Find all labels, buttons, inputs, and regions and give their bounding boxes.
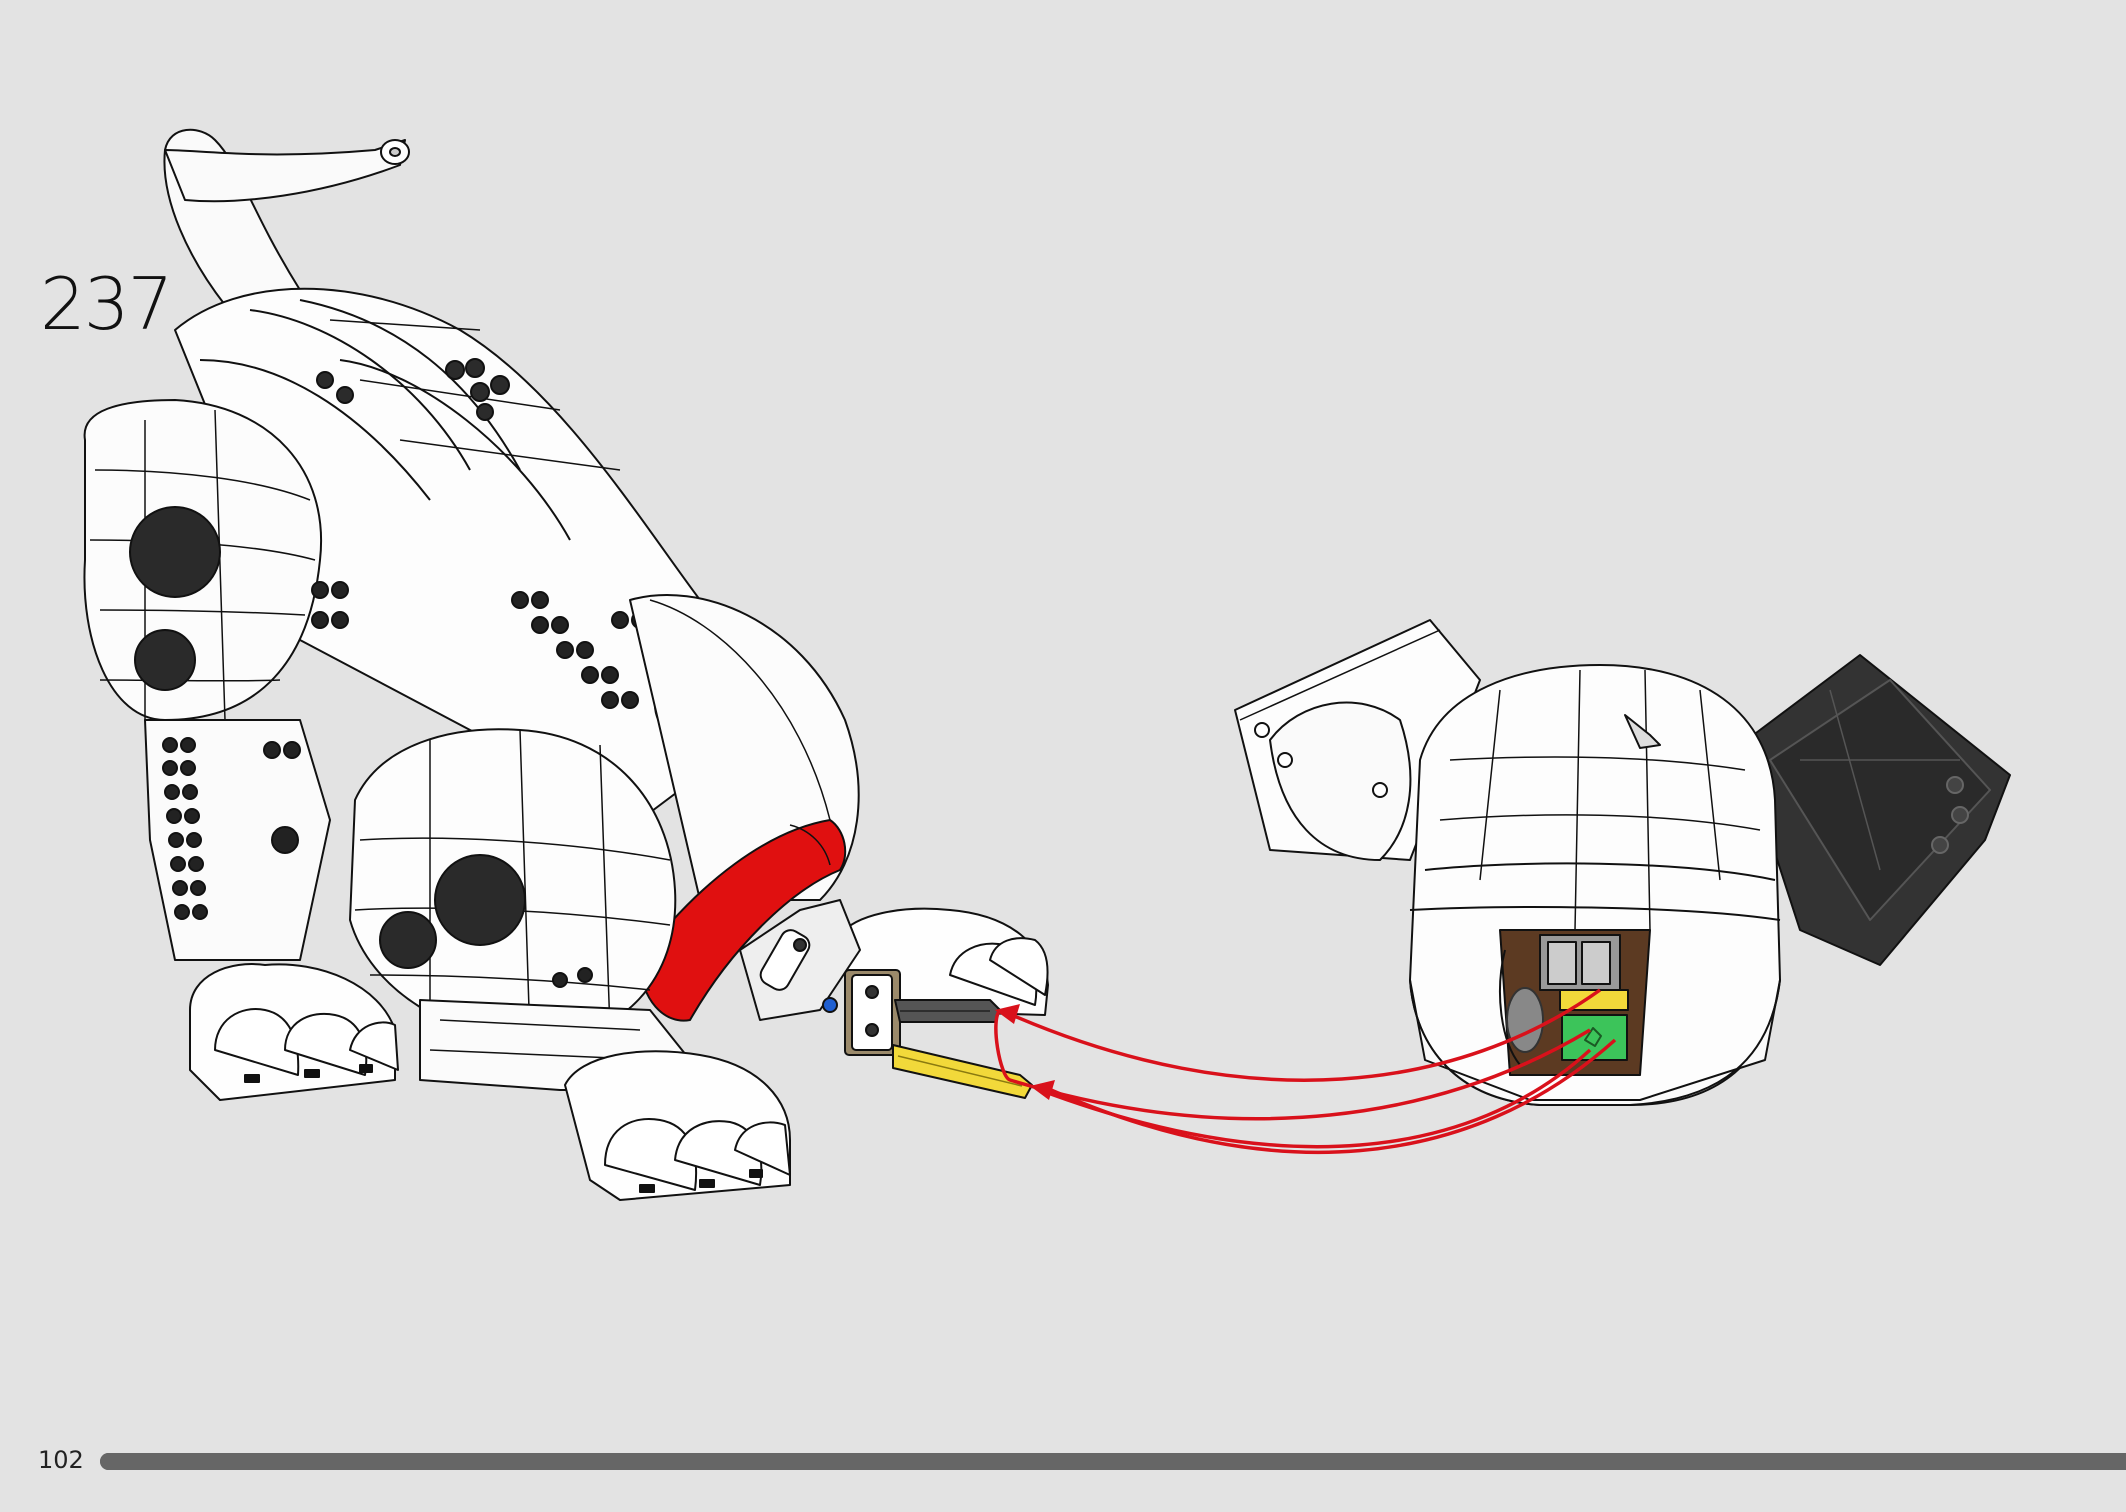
robot-dog-body-icon <box>83 128 1049 1201</box>
robot-dog-head-icon <box>1234 619 2011 1106</box>
step-number: 237 <box>40 262 173 346</box>
progress-bar <box>100 1453 2126 1470</box>
connection-arrow-icon <box>994 988 1617 1155</box>
page-number: 102 <box>38 1446 84 1474</box>
progress-bar-fill <box>100 1453 2126 1470</box>
